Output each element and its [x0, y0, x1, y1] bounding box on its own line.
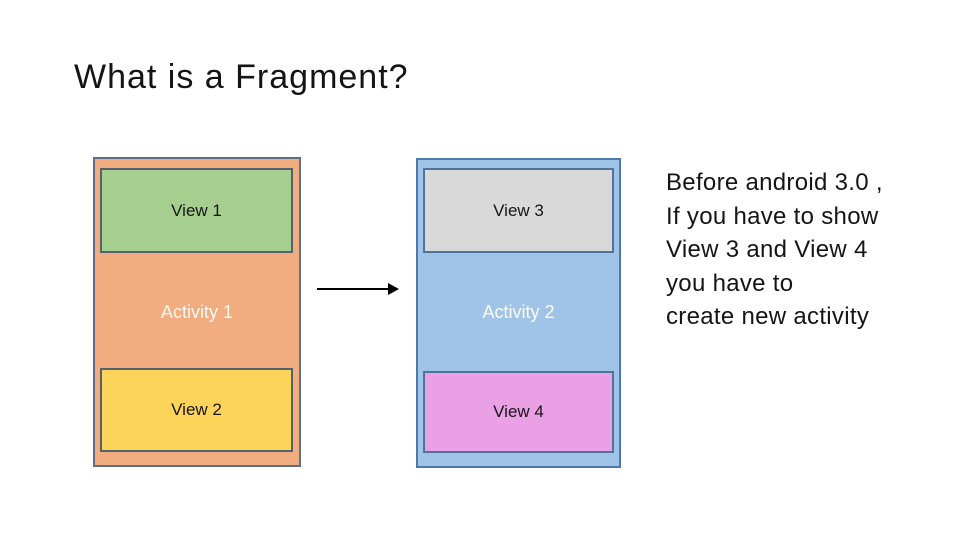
- arrow-head-icon: [388, 283, 399, 295]
- activity2-label: Activity 2: [482, 302, 555, 322]
- activity1-label: Activity 1: [160, 302, 234, 322]
- arrow-line: [317, 288, 389, 290]
- note-line: you have to: [666, 269, 794, 297]
- note-line: Before android 3.0 ,: [666, 169, 883, 196]
- note-text: Before android 3.0 , If you have to show…: [666, 166, 936, 334]
- view1-label: View 1: [171, 200, 222, 220]
- view4-label: View 4: [493, 402, 544, 421]
- view2-shape: View 2: [100, 368, 293, 452]
- activity2-shape: View 3 Activity 2 View 4: [416, 158, 621, 468]
- view1-shape: View 1: [100, 168, 293, 253]
- note-line: If you have to show: [666, 202, 879, 230]
- activity-transition-arrow: [317, 282, 399, 298]
- note-line: View 3 and View 4: [666, 236, 868, 264]
- view2-label: View 2: [171, 400, 222, 419]
- view4-shape: View 4: [423, 371, 614, 453]
- slide-title: What is a Fragment?: [74, 58, 409, 96]
- view3-shape: View 3: [423, 168, 614, 253]
- activity1-shape: View 1 Activity 1 View 2: [93, 157, 301, 467]
- view3-label: View 3: [493, 200, 544, 220]
- note-line: create new activity: [666, 303, 870, 331]
